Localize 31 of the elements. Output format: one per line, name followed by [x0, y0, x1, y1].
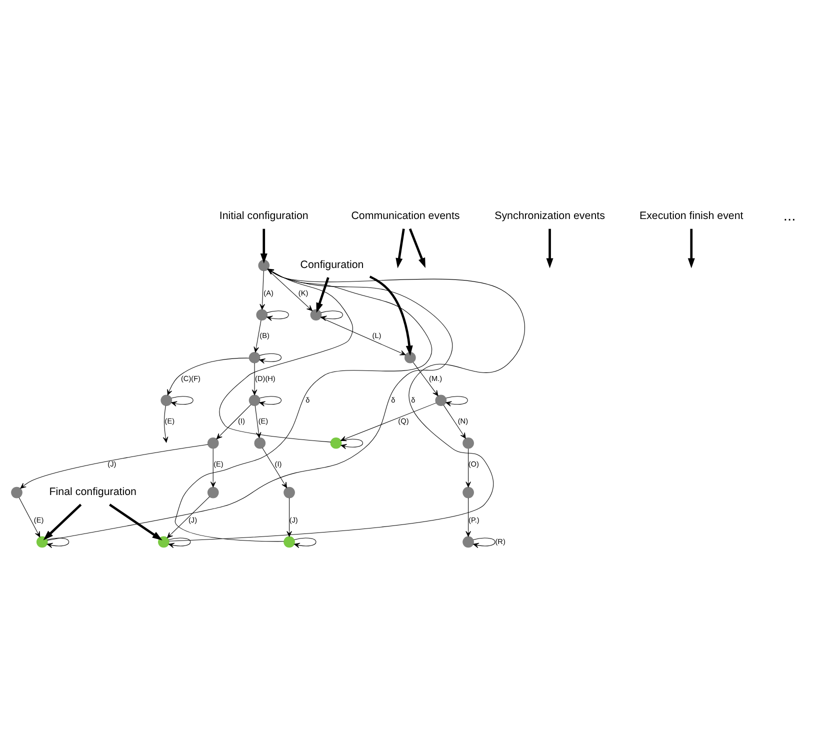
- edge-label: (J): [289, 515, 298, 524]
- edge-label: (E): [214, 459, 224, 468]
- edge-label: (E): [258, 416, 268, 426]
- edge-label: (M.): [429, 374, 442, 383]
- node-text: Final configuration: [49, 486, 137, 498]
- edge-label: δ: [391, 395, 396, 404]
- edge-label: (E): [34, 515, 44, 524]
- edge-label: (C)(F): [180, 374, 201, 383]
- label: ...: [783, 208, 796, 224]
- edge-label: (A): [264, 288, 274, 298]
- edge-label: (I): [238, 416, 245, 426]
- edge-label: (L): [372, 331, 382, 340]
- edge-label: (I): [274, 459, 282, 468]
- edge-label: (J): [188, 515, 198, 524]
- edge-label: (E): [164, 416, 175, 426]
- edge-label: δ: [411, 395, 416, 404]
- node-text: Initial configuration: [219, 210, 308, 222]
- edge-label: (D)(H): [255, 374, 276, 383]
- node-text: Communication events: [351, 210, 460, 222]
- edge-label: (K): [298, 288, 308, 298]
- edge-label: (P.): [468, 515, 480, 524]
- edge-label: (N): [458, 416, 468, 426]
- node-text: Configuration: [300, 258, 364, 271]
- edge-label: (O): [468, 459, 479, 468]
- node-text: Synchronization events: [494, 210, 605, 222]
- edge-label: (B): [260, 331, 270, 340]
- edge-label: (J): [108, 459, 116, 468]
- edge-label: δ: [306, 395, 310, 404]
- edge-label: (Q): [398, 416, 409, 426]
- node-text: Execution finish event: [639, 210, 744, 222]
- edge-label: (R): [495, 536, 506, 546]
